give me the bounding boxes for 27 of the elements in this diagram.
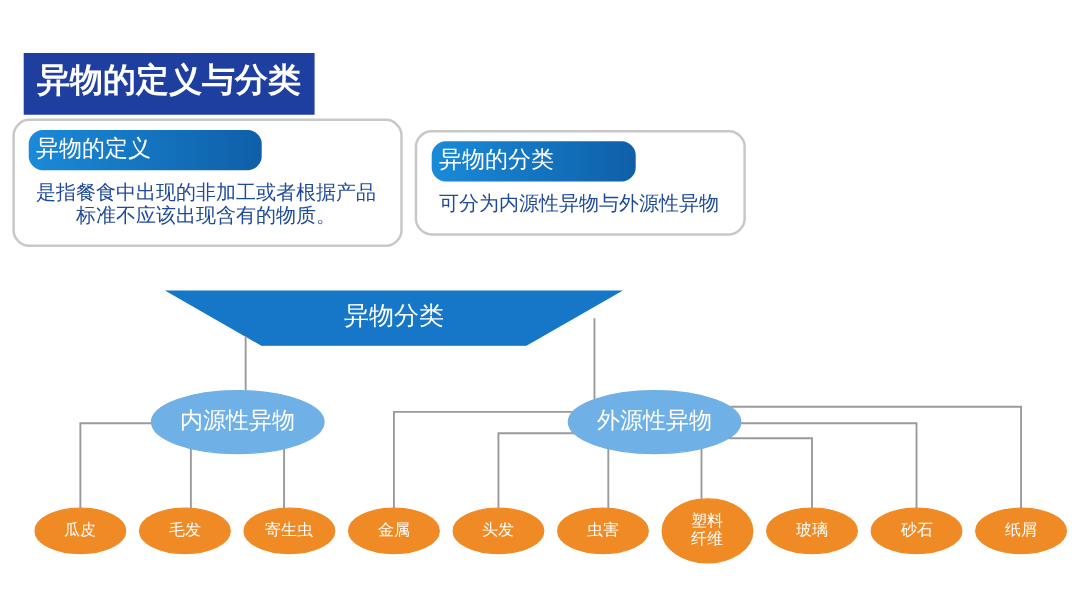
connector <box>700 448 703 500</box>
connector <box>593 317 596 401</box>
node-ellipse: 头发 <box>452 507 545 555</box>
connector <box>79 422 153 509</box>
connector <box>244 335 247 392</box>
node-ellipse: 寄生虫 <box>243 507 336 555</box>
connector <box>740 422 918 509</box>
connector <box>283 448 285 510</box>
connector <box>393 410 574 509</box>
node-ellipse: 虫害 <box>557 507 649 555</box>
node-ellipse: 金属 <box>347 507 440 555</box>
node-ellipse: 外源性异物 <box>567 389 742 455</box>
connector <box>497 432 575 509</box>
node-ellipse: 砂石 <box>870 507 963 555</box>
node-ellipse: 塑料纤维 <box>661 498 754 564</box>
connector <box>607 448 610 510</box>
connector <box>189 448 192 510</box>
connector <box>729 405 1022 510</box>
connector <box>727 437 813 509</box>
node-box: 异物的分类 可分为内源性异物与外源性异物 <box>414 129 746 236</box>
diagram-title: 异物的定义与分类 <box>36 61 301 100</box>
node-ellipse: 瓜皮 <box>34 507 127 555</box>
node-box: 异物的定义 是指餐食中出现的非加工或者根据产品标准不应该出现含有的物质。 <box>12 118 403 247</box>
node-ellipse: 纸屑 <box>975 507 1067 555</box>
node-ellipse: 玻璃 <box>766 507 858 555</box>
node-ellipse: 内源性异物 <box>150 389 325 455</box>
node-ellipse: 毛发 <box>138 507 231 555</box>
